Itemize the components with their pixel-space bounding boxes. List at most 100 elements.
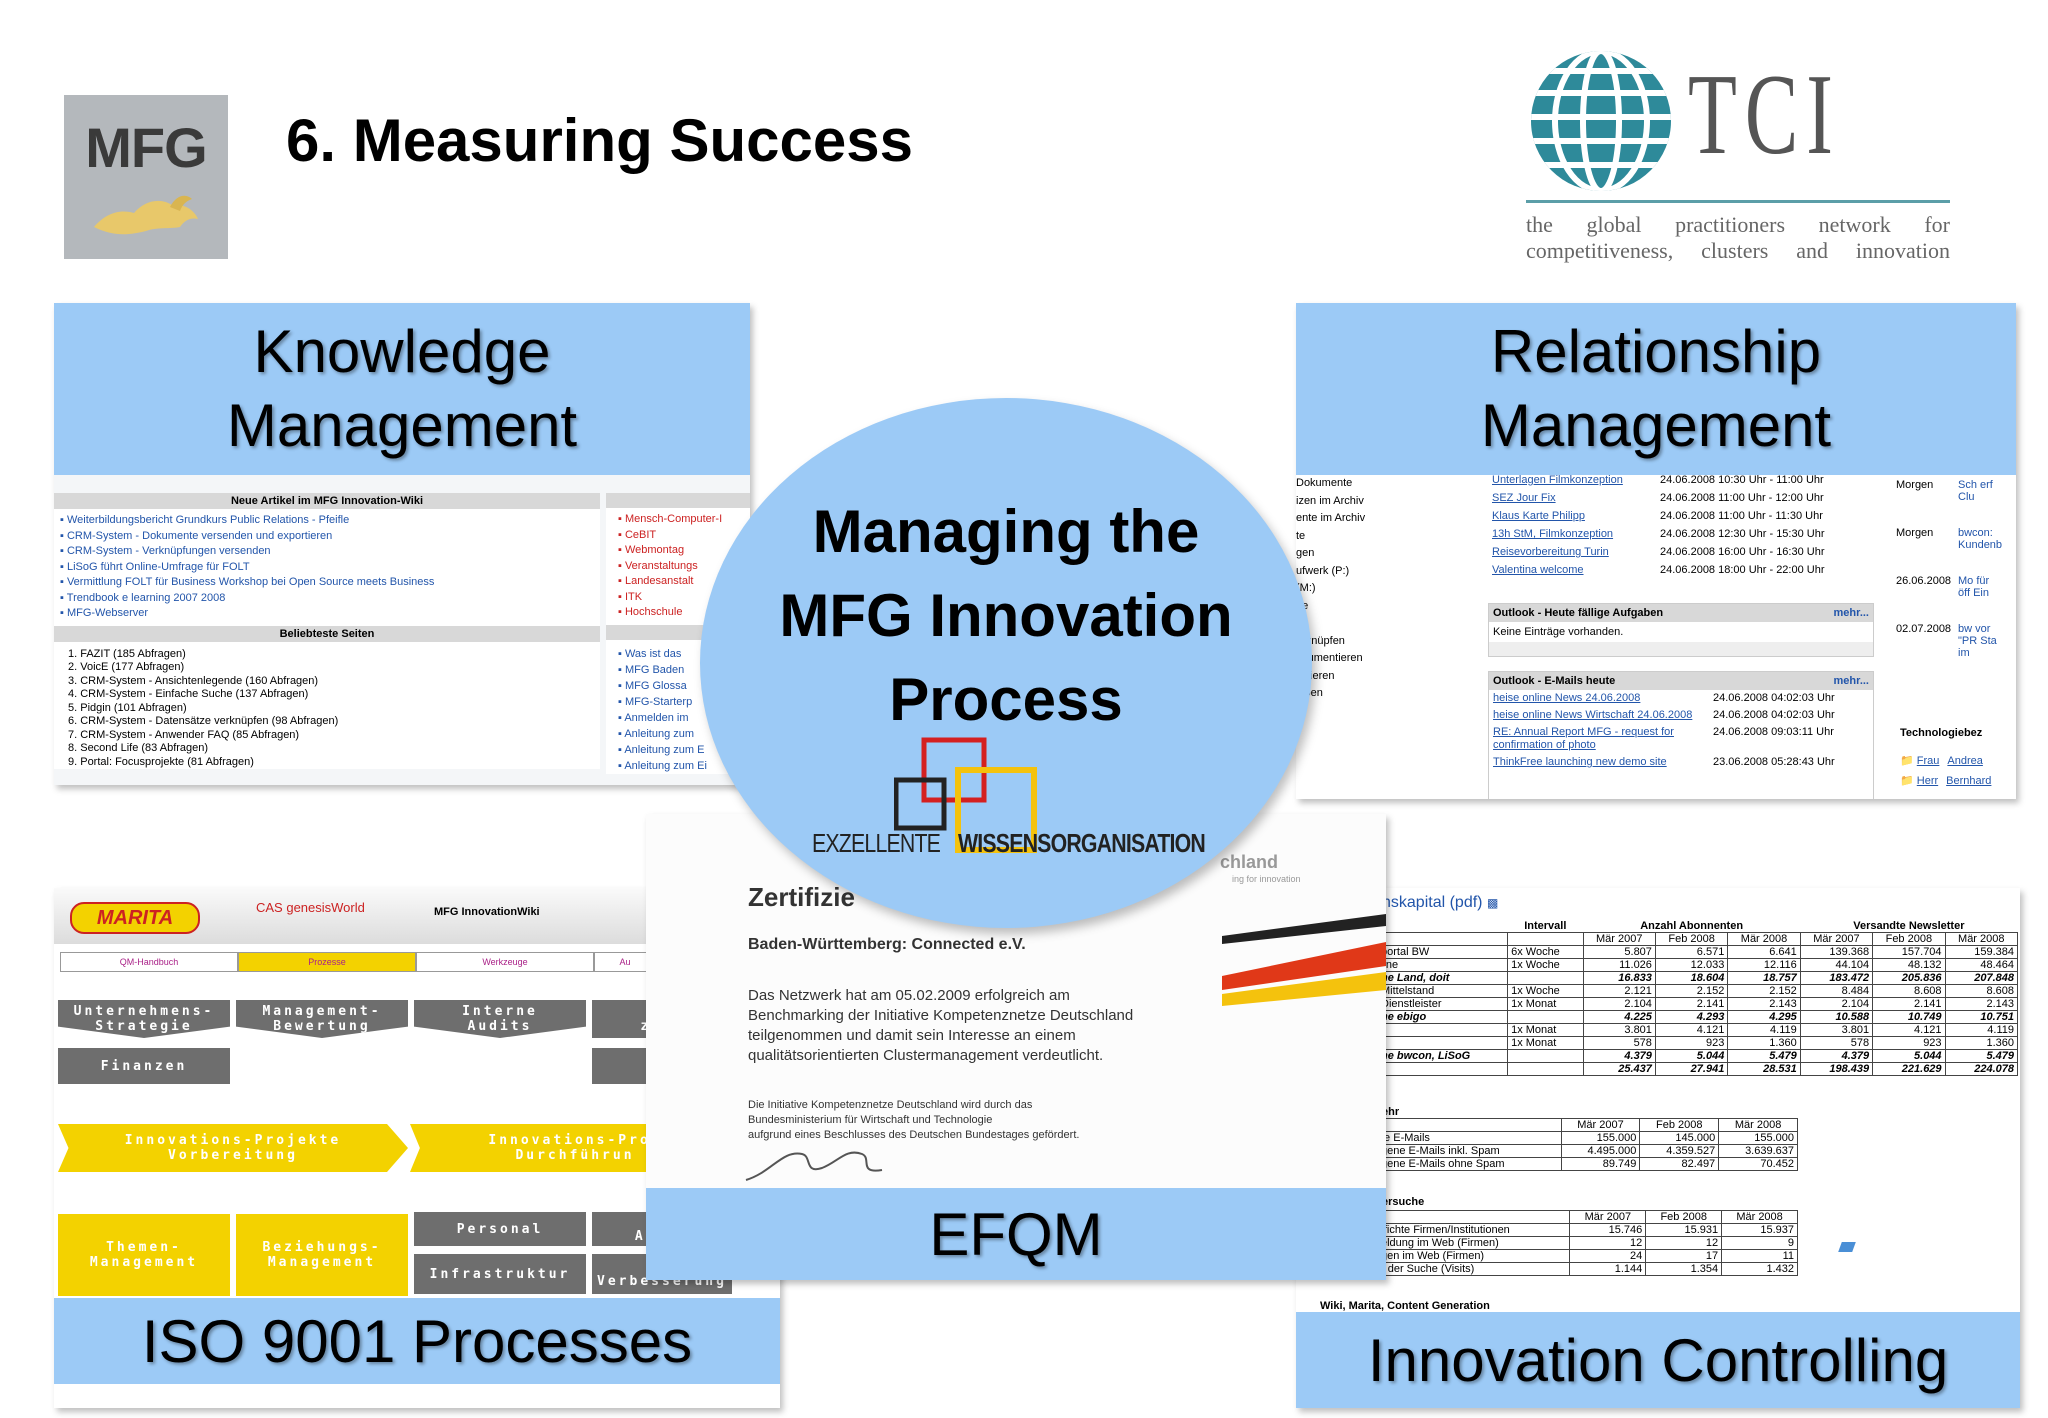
tasks-box: Outlook - Heute fällige Aufgaben mehr...… bbox=[1488, 603, 1874, 657]
wiki-article-link[interactable]: ▪ Vermittlung FOLT für Business Workshop… bbox=[60, 576, 435, 588]
wiki-side-link[interactable]: ▪ MFG Glossa bbox=[618, 679, 687, 692]
crm-date-link[interactable]: Sch erf Clu bbox=[1958, 479, 1993, 503]
crm-menu-item[interactable]: (M:) bbox=[1296, 582, 1316, 594]
mail-subject-link[interactable]: RE: Annual Report MFG - request for conf… bbox=[1493, 726, 1674, 751]
wiki-article-link[interactable]: ▪ LiSoG führt Online-Umfrage für FOLT bbox=[60, 560, 250, 573]
cas-genesisworld-tab[interactable]: CAS genesisWorld bbox=[256, 900, 365, 915]
contact-name-link[interactable]: Bernhard bbox=[1946, 775, 1992, 787]
process-managementbewertung[interactable]: Management- Bewertung bbox=[236, 1000, 408, 1038]
wiki-side-link[interactable]: ▪ MFG Baden bbox=[618, 663, 685, 676]
crm-menu-item[interactable]: nivieren bbox=[1296, 669, 1335, 682]
wiki-side-link[interactable]: ▪ Webmontag bbox=[618, 544, 685, 556]
crm-menu-item[interactable]: e bbox=[1296, 615, 1436, 633]
crm-menu-item[interactable]: ufwerk (P:) bbox=[1296, 564, 1350, 577]
crm-menu-item[interactable]: izen im Archiv bbox=[1296, 494, 1364, 507]
mail-subject-link[interactable]: ThinkFree launching new demo site bbox=[1493, 756, 1667, 768]
process-projekte-vorbereitung[interactable]: Innovations-Projekte Vorbereitung bbox=[58, 1124, 408, 1172]
iso-9001-title: ISO 9001 Processes bbox=[54, 1298, 780, 1384]
controlling-caption[interactable]: nskapital (pdf) ▩ bbox=[1382, 894, 1498, 912]
wiki-side-link[interactable]: ▪ MFG-Starterp bbox=[618, 695, 693, 708]
process-finanzen[interactable]: Finanzen bbox=[58, 1048, 230, 1084]
process-unternehmensstrategie[interactable]: Unternehmens- Strategie bbox=[58, 1000, 230, 1038]
table-cell: 12 bbox=[1569, 1236, 1647, 1250]
process-label: Innovations-Projekte Vorbereitung bbox=[124, 1133, 342, 1163]
process-infrastruktur[interactable]: Infrastruktur bbox=[414, 1254, 586, 1294]
iso-nav-tab[interactable]: Prozesse bbox=[238, 952, 416, 972]
wiki-side-link[interactable]: ▪ Hochschule bbox=[618, 606, 683, 618]
table-cell bbox=[1507, 1062, 1584, 1076]
wiki-side-link[interactable]: ▪ Mensch-Computer-I bbox=[618, 513, 723, 525]
wiki-popular-item[interactable]: 9. Portal: Focusprojekte (81 Abfragen) bbox=[68, 755, 254, 768]
table-cell: 44.104 bbox=[1799, 958, 1874, 972]
mail-subject-link[interactable]: heise online News Wirtschaft 24.06.2008 bbox=[1493, 709, 1693, 721]
crm-menu-item[interactable]: eiben bbox=[1296, 685, 1436, 703]
calendar-entry-link[interactable]: Reisevorbereitung Turin bbox=[1492, 546, 1609, 558]
contact-name-link[interactable]: Andrea bbox=[1947, 755, 1983, 767]
wiki-article-link[interactable]: ▪ Weiterbildungsbericht Grundkurs Public… bbox=[60, 514, 350, 526]
wiki-side-link[interactable]: ▪ Anleitung zum bbox=[618, 727, 695, 740]
crm-menu-item[interactable]: Dokumente bbox=[1296, 477, 1353, 489]
iso-nav-tab[interactable]: QM-Handbuch bbox=[60, 952, 238, 972]
crm-date-link[interactable]: bwcon: Kundenb bbox=[1958, 527, 2003, 551]
marita-logo[interactable]: MARITA bbox=[70, 902, 200, 934]
wiki-article-link[interactable]: ▪ MFG-Webserver bbox=[60, 607, 149, 619]
crm-menu-item[interactable]: okumentieren bbox=[1296, 652, 1363, 664]
crm-menu-item[interactable]: erknüpfen bbox=[1296, 634, 1345, 647]
wiki-side-link[interactable]: ▪ Anmelden im bbox=[618, 711, 689, 724]
certificate-paragraph-1: Das Netzwerk hat am 05.02.2009 erfolgrei… bbox=[748, 986, 1133, 1066]
calendar-entry-link[interactable]: Klaus Karte Philipp bbox=[1492, 510, 1585, 522]
crm-date-link[interactable]: Mo für öff Ein bbox=[1958, 575, 1990, 599]
wiki-popular-item[interactable]: 6. CRM-System - Datensätze verknüpfen (9… bbox=[68, 715, 339, 727]
process-personal[interactable]: Personal bbox=[414, 1212, 586, 1246]
wiki-popular-item[interactable]: 1. FAZIT (185 Abfragen) bbox=[68, 647, 186, 660]
innovationwiki-tab[interactable]: MFG InnovationWiki bbox=[434, 906, 540, 918]
mail-subject-link[interactable]: heise online News 24.06.2008 bbox=[1493, 692, 1641, 704]
iso-nav-tab[interactable]: Werkzeuge bbox=[416, 952, 594, 972]
table-cell: Dienstleister bbox=[1378, 997, 1509, 1011]
calendar-entry-link[interactable]: 13h StM, Filmkonzeption bbox=[1492, 528, 1614, 540]
contact-title-link[interactable]: Frau bbox=[1916, 755, 1940, 767]
contact-title-link[interactable]: Herr bbox=[1916, 775, 1939, 787]
crm-menu-item[interactable]: te bbox=[1296, 529, 1306, 542]
wiki-side-link[interactable]: ▪ ITK bbox=[618, 590, 643, 603]
calendar-entry-link[interactable]: Valentina welcome bbox=[1492, 564, 1584, 576]
process-beziehungs-management[interactable]: Beziehungs- Management bbox=[236, 1214, 408, 1296]
wiki-popular-item[interactable]: 7. CRM-System - Anwender FAQ (85 Abfrage… bbox=[68, 728, 300, 741]
process-interne-audits[interactable]: Interne Audits bbox=[414, 1000, 586, 1038]
crm-date: 26.06.2008 bbox=[1896, 575, 1952, 587]
tasks-more-link[interactable]: mehr... bbox=[1833, 607, 1869, 619]
wiki-side-link[interactable]: ▪ Was ist das bbox=[618, 647, 682, 660]
wiki-article-link[interactable]: ▪ CRM-System - Verknüpfungen versenden bbox=[60, 545, 271, 557]
calendar-entry-link[interactable]: Unterlagen Filmkonzeption bbox=[1492, 474, 1623, 486]
wiki-side-column: ▪ Mensch-Computer-I ▪ CeBIT ▪ Webmontag ▪ V… bbox=[606, 493, 750, 774]
table-cell: 15.931 bbox=[1645, 1223, 1723, 1237]
crm-menu-item[interactable]: de bbox=[1296, 598, 1436, 616]
process-themen-management[interactable]: Themen- Management bbox=[58, 1214, 230, 1296]
crm-menu-item[interactable]: gen bbox=[1296, 547, 1315, 559]
mail-more-link[interactable]: mehr... bbox=[1833, 675, 1869, 687]
wiki-side-link[interactable]: ▪ Anleitung zum E bbox=[618, 743, 705, 756]
wiki-article-link[interactable]: ▪ CRM-System - Dokumente versenden und e… bbox=[60, 529, 333, 542]
controlling-caption-text[interactable]: nskapital (pdf) bbox=[1382, 894, 1483, 911]
wiki-popular-item[interactable]: 3. CRM-System - Ansichtenlegende (160 Ab… bbox=[68, 674, 319, 687]
table-cell: line bbox=[1378, 958, 1509, 972]
crm-date-link[interactable]: bw vor "PR Sta im bbox=[1958, 623, 1997, 659]
calendar-entry-link[interactable]: SEZ Jour Fix bbox=[1492, 492, 1556, 504]
wiki-popular-item[interactable]: 5. Pidgin (101 Abfragen) bbox=[68, 701, 187, 714]
crm-menu-item[interactable]: ente im Archiv bbox=[1296, 512, 1366, 524]
table-cell: 5.044 bbox=[1872, 1049, 1946, 1063]
wiki-article-link[interactable]: ▪ Trendbook e learning 2007 2008 bbox=[60, 591, 226, 604]
wiki-side-link[interactable]: ▪ CeBIT bbox=[618, 528, 657, 541]
wiki-side-link[interactable]: ▪ Veranstaltungs bbox=[618, 559, 698, 572]
table-cell: 155.000 bbox=[1718, 1131, 1798, 1145]
wiki-popular-item[interactable]: 2. VoicE (177 Abfragen) bbox=[68, 661, 185, 673]
wiki-popular-item[interactable]: 4. CRM-System - Einfache Suche (137 Abfr… bbox=[68, 688, 309, 700]
wiki-side-link[interactable]: ▪ Landesanstalt bbox=[618, 575, 694, 587]
wiki-side-link[interactable]: ▪ Anleitung zum Ei bbox=[618, 759, 707, 772]
wiki-popular-item[interactable]: 8. Second Life (83 Abfragen) bbox=[68, 742, 209, 754]
